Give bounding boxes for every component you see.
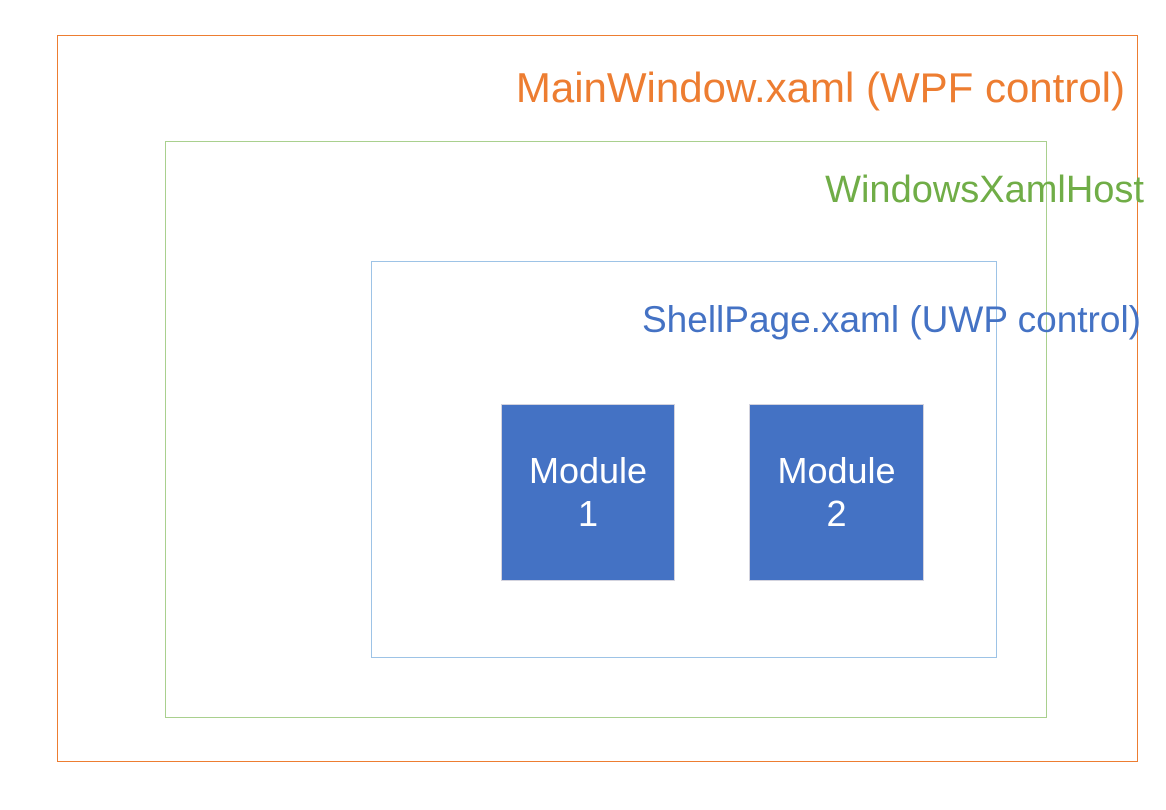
module-box-2: Module 2 [749, 404, 924, 581]
layer-mainwindow-wpf [57, 35, 1138, 762]
layer-shellpage-uwp [371, 261, 997, 658]
layer-windowsxamlhost [165, 141, 1047, 718]
layer-label-shellpage-uwp: ShellPage.xaml (UWP control) [642, 299, 1141, 340]
module-box-1-number: 1 [577, 492, 599, 534]
module-box-1-name: Module [528, 450, 648, 492]
module-box-2-name: Module [777, 450, 896, 492]
module-box-1: Module 1 [501, 404, 675, 581]
layer-label-mainwindow-wpf: MainWindow.xaml (WPF control) [515, 64, 1125, 111]
module-box-2-number: 2 [826, 492, 847, 534]
layer-label-windowsxamlhost: WindowsXamlHost [825, 169, 1144, 211]
